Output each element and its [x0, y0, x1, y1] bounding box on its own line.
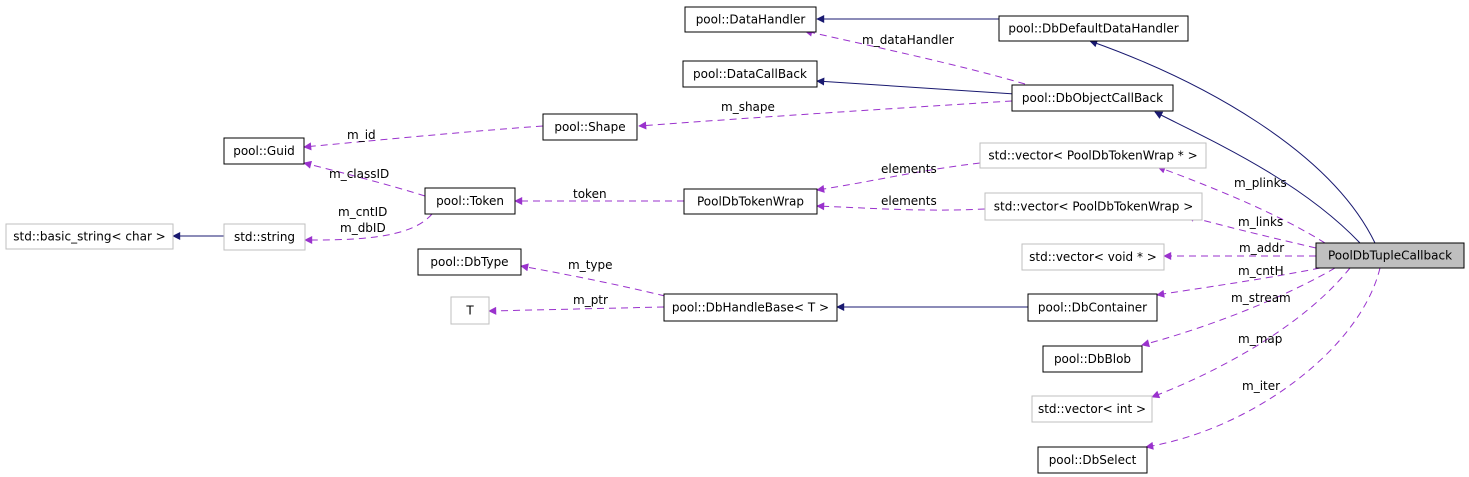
edge-label-cntH: m_cntH — [1238, 264, 1284, 278]
node-pool-dbobjectcallback[interactable]: pool::DbObjectCallBack — [1011, 84, 1174, 112]
edge-cntH — [1156, 267, 1321, 298]
node-std-string[interactable]: std::string — [223, 223, 306, 251]
edge-label-cntID: m_cntID — [338, 205, 387, 219]
edge-dbobjectcallback-to-datacallback — [816, 77, 1016, 95]
edge-cntID-dbID — [304, 213, 433, 244]
usage-edges — [303, 28, 1381, 450]
edge-type — [520, 263, 666, 297]
edge-stream — [1141, 267, 1336, 348]
svg-text:std::vector< int >: std::vector< int > — [1038, 402, 1146, 416]
edge-ptr — [488, 306, 665, 315]
edge-label-elements-2: elements — [881, 194, 937, 208]
node-pooldbtuplecallback[interactable]: PoolDbTupleCallback — [1315, 242, 1465, 269]
svg-text:std::vector< void * >: std::vector< void * > — [1029, 250, 1157, 264]
edge-label-classID: m_classID — [329, 167, 389, 181]
node-pooldbtokenwrap[interactable]: PoolDbTokenWrap — [683, 188, 818, 215]
node-std-vector-void-ptr[interactable]: std::vector< void * > — [1021, 243, 1165, 271]
svg-text:pool::DataCallBack: pool::DataCallBack — [693, 67, 807, 81]
edge-label-addr: m_addr — [1239, 241, 1284, 255]
svg-text:PoolDbTokenWrap: PoolDbTokenWrap — [697, 195, 804, 209]
edge-tuplecallback-to-dbdefault — [1089, 39, 1376, 244]
nodes: pool::DataHandler pool::DbDefaultDataHan… — [5, 6, 1465, 474]
node-pool-dbdefaultdatahandler[interactable]: pool::DbDefaultDataHandler — [998, 15, 1189, 42]
edge-label-links: m_links — [1238, 215, 1283, 229]
svg-text:std::string: std::string — [234, 230, 295, 244]
node-std-basic-string[interactable]: std::basic_string< char > — [5, 223, 174, 250]
node-pool-dbblob[interactable]: pool::DbBlob — [1042, 345, 1143, 373]
inheritance-edges — [172, 15, 1376, 311]
edge-id — [303, 125, 544, 151]
svg-text:pool::DataHandler: pool::DataHandler — [696, 13, 806, 27]
edge-label-dbID: m_dbID — [340, 221, 386, 235]
svg-text:T: T — [465, 304, 474, 318]
edge-labels: m_dataHandler m_shape m_id m_classID ele… — [329, 33, 1291, 393]
svg-text:pool::DbBlob: pool::DbBlob — [1054, 352, 1131, 366]
svg-text:pool::Token: pool::Token — [436, 194, 504, 208]
svg-text:std::basic_string< char >: std::basic_string< char > — [13, 230, 166, 244]
svg-text:pool::DbObjectCallBack: pool::DbObjectCallBack — [1022, 91, 1163, 105]
node-std-vector-pooldbtokenwrap-ptr[interactable]: std::vector< PoolDbTokenWrap * > — [979, 142, 1207, 169]
edge-elements-1 — [816, 162, 981, 193]
edge-dataHandler — [804, 28, 1026, 85]
edge-plinks — [1157, 165, 1326, 244]
edge-label-ptr: m_ptr — [573, 293, 608, 307]
node-pool-dbselect[interactable]: pool::DbSelect — [1037, 446, 1148, 474]
node-pool-dbhandlebase[interactable]: pool::DbHandleBase< T > — [663, 293, 838, 322]
edge-elements-2 — [816, 202, 986, 211]
node-pool-guid[interactable]: pool::Guid — [223, 137, 305, 165]
edge-shape — [638, 100, 1013, 130]
edge-classID — [303, 160, 426, 197]
edge-iter — [1145, 267, 1381, 450]
edge-label-dataHandler: m_dataHandler — [862, 33, 954, 47]
svg-text:pool::DbContainer: pool::DbContainer — [1038, 301, 1147, 315]
svg-text:pool::Shape: pool::Shape — [554, 120, 625, 134]
edge-map — [1151, 267, 1351, 399]
svg-text:std::vector< PoolDbTokenWrap *: std::vector< PoolDbTokenWrap * > — [988, 149, 1197, 163]
svg-text:pool::Guid: pool::Guid — [233, 144, 295, 158]
edge-label-iter: m_iter — [1242, 379, 1280, 393]
svg-text:pool::DbHandleBase< T >: pool::DbHandleBase< T > — [672, 301, 829, 315]
edge-tuplecallback-to-dbobjectcallback — [1154, 111, 1361, 244]
svg-text:pool::DbDefaultDataHandler: pool::DbDefaultDataHandler — [1008, 22, 1178, 36]
node-std-vector-pooldbtokenwrap[interactable]: std::vector< PoolDbTokenWrap > — [984, 192, 1203, 221]
node-pool-datacallback[interactable]: pool::DataCallBack — [682, 60, 818, 88]
edge-label-elements-1: elements — [881, 162, 937, 176]
edge-label-stream: m_stream — [1231, 291, 1291, 305]
svg-text:pool::DbSelect: pool::DbSelect — [1049, 453, 1137, 467]
node-std-vector-int[interactable]: std::vector< int > — [1031, 395, 1153, 423]
edge-label-type: m_type — [568, 258, 613, 272]
node-pool-dbcontainer[interactable]: pool::DbContainer — [1027, 293, 1158, 322]
node-pool-dbtype[interactable]: pool::DbType — [417, 248, 522, 276]
node-t[interactable]: T — [450, 296, 490, 325]
node-pool-shape[interactable]: pool::Shape — [542, 113, 638, 141]
svg-text:PoolDbTupleCallback: PoolDbTupleCallback — [1328, 249, 1452, 263]
edge-label-shape: m_shape — [721, 100, 775, 114]
svg-text:pool::DbType: pool::DbType — [430, 255, 508, 269]
edge-label-id: m_id — [347, 128, 376, 142]
svg-text:std::vector< PoolDbTokenWrap >: std::vector< PoolDbTokenWrap > — [994, 200, 1194, 214]
edge-label-plinks: m_plinks — [1234, 176, 1287, 190]
edge-label-token: token — [573, 187, 607, 201]
edge-label-map: m_map — [1238, 332, 1282, 346]
node-pool-datahandler[interactable]: pool::DataHandler — [684, 6, 817, 33]
node-pool-token[interactable]: pool::Token — [424, 187, 516, 215]
